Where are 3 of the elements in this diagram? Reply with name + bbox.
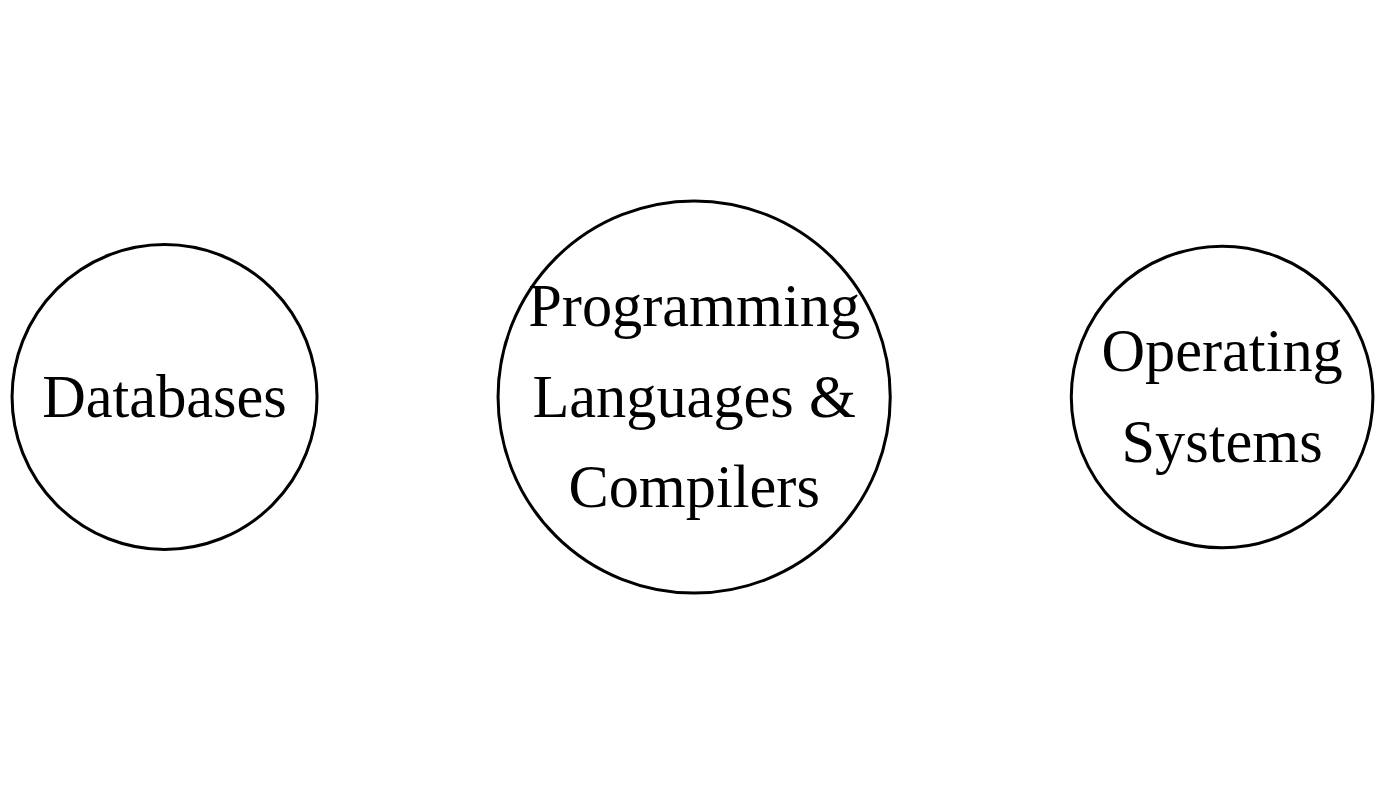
node-circle: Operating Systems	[1069, 244, 1375, 550]
node-circle: Databases	[10, 243, 319, 551]
node-circle: Programming Languages & Compilers	[496, 199, 892, 595]
